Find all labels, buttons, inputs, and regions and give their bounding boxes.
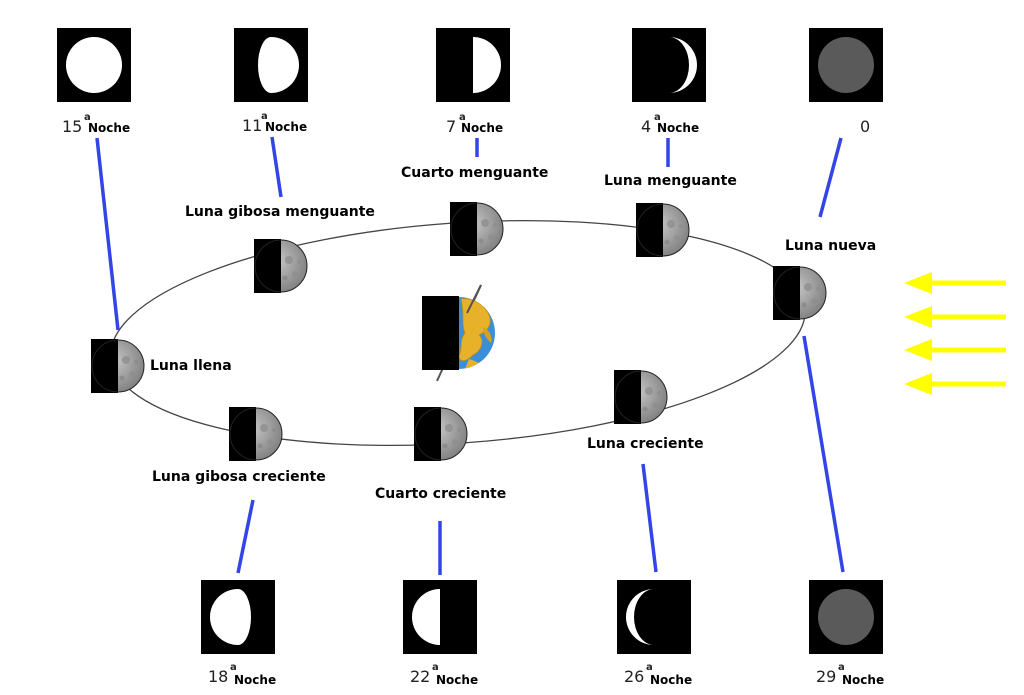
label-luna-gibosa-creciente: Luna gibosa creciente — [152, 469, 326, 485]
night-word: Noche — [436, 673, 478, 687]
phase-box-night-0 — [809, 28, 883, 102]
night-label-0: 0 — [860, 117, 870, 136]
sun-arrow-3 — [904, 339, 1006, 361]
connector-luna-nueva-top — [818, 137, 843, 218]
sun-arrow-4 — [904, 373, 1006, 395]
night-superscript: a — [838, 662, 845, 673]
bottom-night-labels: 18 a Noche 22 a Noche 26 a Noche 29 a No… — [208, 662, 884, 687]
night-number: 7 — [446, 117, 456, 136]
night-label-18: 18 a Noche — [208, 662, 276, 687]
night-superscript: a — [654, 112, 661, 123]
night-superscript: a — [230, 662, 237, 673]
label-luna-llena: Luna llena — [150, 358, 232, 374]
night-label-11: 11 a Noche — [242, 111, 307, 135]
phase-box-night-11 — [234, 28, 308, 102]
connector-gibosa-creciente — [236, 499, 255, 574]
night-word: Noche — [265, 120, 307, 134]
sun-arrow-2 — [904, 306, 1006, 328]
night-number: 18 — [208, 667, 228, 686]
connector-luna-llena — [95, 137, 120, 331]
night-number: 26 — [624, 667, 644, 686]
night-label-29: 29 a Noche — [816, 662, 884, 687]
connector-lines — [95, 136, 845, 575]
night-label-15: 15 a Noche — [62, 112, 130, 136]
night-word: Noche — [88, 121, 130, 135]
phase-box-night-7 — [436, 28, 510, 102]
night-word: Noche — [650, 673, 692, 687]
phase-labels: Luna nueva Luna menguante Cuarto menguan… — [150, 165, 876, 502]
night-number: 4 — [641, 117, 651, 136]
sunlight-arrows — [904, 272, 1006, 395]
phase-box-night-15 — [57, 28, 131, 102]
label-cuarto-creciente: Cuarto creciente — [375, 486, 506, 502]
night-number: 29 — [816, 667, 836, 686]
connector-luna-creciente — [641, 463, 658, 573]
orbit-moon-gibosa-creciente — [229, 407, 282, 461]
orbit-moon-cuarto-menguante — [450, 202, 503, 256]
night-label-26: 26 a Noche — [624, 662, 692, 687]
label-luna-menguante: Luna menguante — [604, 173, 737, 189]
phase-box-night-4 — [632, 28, 706, 102]
bottom-phase-boxes — [201, 580, 883, 654]
earth — [422, 284, 495, 382]
night-label-22: 22 a Noche — [410, 662, 478, 687]
phase-box-night-18 — [201, 580, 275, 654]
night-number: 11 — [242, 116, 262, 135]
night-superscript: a — [459, 112, 466, 123]
orbit-moon-luna-creciente — [614, 370, 667, 424]
night-number: 15 — [62, 117, 82, 136]
phase-box-night-26 — [617, 580, 691, 654]
night-word: Noche — [234, 673, 276, 687]
orbit-moon-gibosa-menguante — [254, 239, 307, 293]
phase-box-night-22 — [403, 580, 477, 654]
label-luna-nueva: Luna nueva — [785, 238, 876, 254]
orbit-moon-cuarto-creciente — [414, 407, 467, 461]
night-number: 0 — [860, 117, 870, 136]
label-luna-gibosa-menguante: Luna gibosa menguante — [185, 204, 375, 220]
sun-arrow-1 — [904, 272, 1006, 294]
night-superscript: a — [84, 112, 91, 123]
night-word: Noche — [842, 673, 884, 687]
connector-gibosa-menguante — [270, 136, 283, 198]
connector-luna-nueva-bottom — [802, 335, 845, 573]
orbit-moon-luna-llena — [91, 339, 144, 393]
orbit-moon-luna-nueva — [773, 266, 826, 320]
night-word: Noche — [461, 121, 503, 135]
top-night-labels: 15 a Noche 11 a Noche 7 a Noche 4 a Noch… — [62, 111, 870, 136]
night-label-7: 7 a Noche — [446, 112, 503, 136]
night-word: Noche — [657, 121, 699, 135]
night-superscript: a — [261, 111, 268, 122]
top-phase-boxes — [57, 28, 883, 102]
night-label-4: 4 a Noche — [641, 112, 699, 136]
orbit-moon-luna-menguante — [636, 203, 689, 257]
label-luna-creciente: Luna creciente — [587, 436, 704, 452]
night-number: 22 — [410, 667, 430, 686]
night-superscript: a — [432, 662, 439, 673]
label-cuarto-menguante: Cuarto menguante — [401, 165, 548, 181]
night-superscript: a — [646, 662, 653, 673]
phase-box-night-29 — [809, 580, 883, 654]
